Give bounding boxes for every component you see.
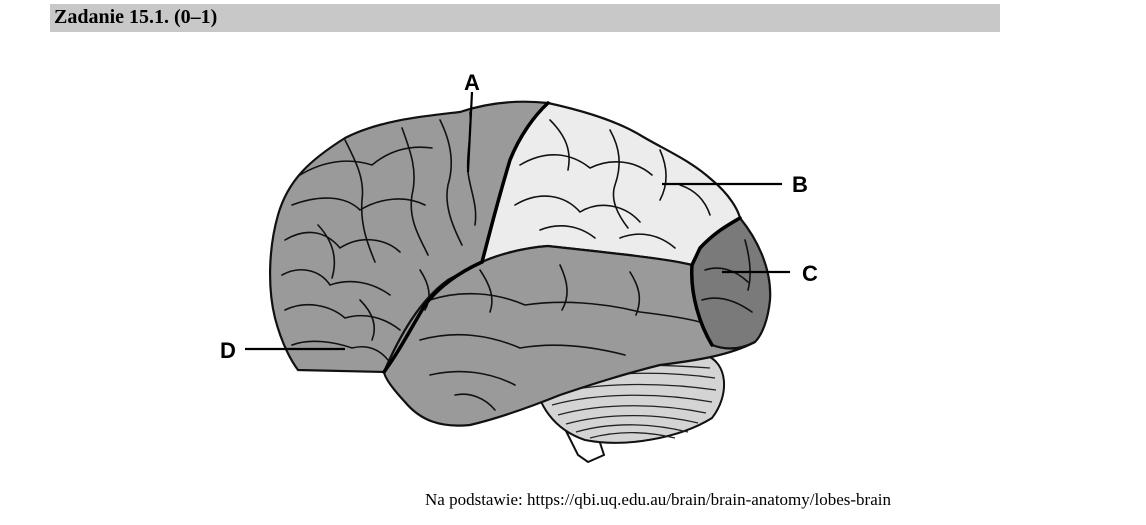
parieto-occipital-border [690, 216, 742, 347]
label-b: B [792, 172, 808, 197]
lateral-sulcus-border [382, 260, 484, 374]
temporal-sulci [419, 264, 701, 411]
source-note: Na podstawie: https://qbi.uq.edu.au/brai… [425, 490, 891, 509]
parietal-temporal-border [547, 245, 693, 266]
occipital-sulci [701, 239, 753, 313]
task-header-bar: Zadanie 15.1. (0–1) [50, 4, 1000, 32]
frontal-sulci [281, 119, 463, 361]
label-d: D [220, 338, 236, 363]
parietal-sulci [514, 119, 711, 249]
frontal-parietal-border [480, 101, 550, 264]
pointer-line-a [466, 91, 474, 173]
label-c: C [802, 261, 818, 286]
label-a: A [464, 70, 480, 95]
task-title: Zadanie 15.1. (0–1) [54, 6, 218, 28]
